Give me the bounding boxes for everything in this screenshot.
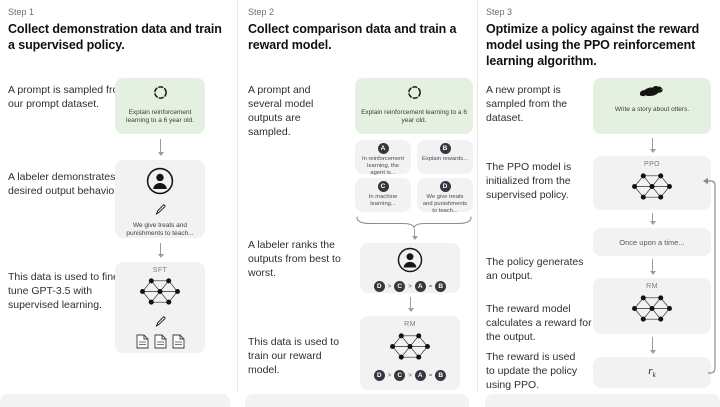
prompt-text: Explain reinforcement learning to a 6 ye…	[361, 109, 467, 125]
next-section-edge	[485, 394, 720, 407]
reward-value-box: rk	[593, 357, 711, 388]
ranking-box: D > C > A = B	[360, 243, 460, 293]
output-a-text: In reinforcement learning, the agent is.…	[362, 156, 404, 176]
rank-badge: D	[373, 370, 385, 381]
rank-separator: >	[387, 283, 392, 290]
caption-ppo-initialized: The PPO model is initialized from the su…	[486, 161, 572, 201]
rank-separator: >	[408, 372, 412, 379]
pen-icon	[154, 314, 166, 332]
pen-icon	[154, 202, 166, 220]
rank-badge: D	[373, 281, 385, 292]
output-c-box: C In machine learning...	[355, 178, 411, 212]
next-section-edge	[0, 394, 230, 407]
ppo-label: PPO	[644, 161, 660, 168]
rank-badge: A	[414, 281, 426, 292]
arrow-down-icon	[156, 139, 165, 156]
sample-refresh-icon	[407, 85, 422, 105]
demonstration-text: We give treats and punishments to teach.…	[126, 222, 194, 238]
rm-label: RM	[646, 283, 658, 290]
network-icon	[388, 331, 432, 367]
otter-icon	[639, 85, 665, 103]
output-d-text: We give treats and punishments to teach.…	[422, 194, 468, 214]
rank-badge: A	[414, 370, 426, 381]
caption-finetune-gpt: This data is used to fine-tune GPT-3.5 w…	[8, 271, 123, 311]
network-icon	[630, 171, 674, 207]
caption-rm-calculates: The reward model calculates a reward for…	[486, 303, 592, 343]
step-3-title: Optimize a policy against the reward mod…	[486, 22, 700, 68]
arrow-down-icon	[410, 229, 419, 240]
prompt-box: Write a story about otters.	[593, 78, 711, 134]
network-icon	[138, 276, 182, 312]
caption-new-prompt: A new prompt is sampled from the dataset…	[486, 84, 568, 124]
documents-icon	[136, 334, 185, 349]
rank-separator: =	[428, 372, 433, 379]
ranking-row: D > C > A = B	[373, 370, 447, 381]
labeler-icon	[146, 167, 174, 200]
rank-badge: C	[394, 281, 406, 292]
generated-output-text: Once upon a time...	[619, 237, 685, 247]
output-b-box: B Explain rewards...	[417, 140, 473, 174]
output-b-badge: B	[439, 143, 451, 154]
caption-reward-updates: The reward is used to update the policy …	[486, 351, 578, 391]
output-a-box: A In reinforcement learning, the agent i…	[355, 140, 411, 176]
generated-output-box: Once upon a time...	[593, 228, 711, 256]
reward-value: rk	[648, 365, 656, 380]
rank-separator: >	[387, 372, 392, 379]
caption-labeler-demonstrates: A labeler demonstrates the desired outpu…	[8, 171, 133, 197]
prompt-text: Write a story about otters.	[614, 106, 690, 113]
rank-badge: C	[394, 370, 406, 381]
rm-label: RM	[404, 321, 416, 328]
column-divider	[477, 0, 478, 393]
rank-separator: >	[408, 283, 412, 290]
output-c-text: In machine learning...	[368, 194, 398, 207]
caption-outputs-sampled: A prompt and several model outputs are s…	[248, 84, 314, 138]
reward-model-box: RM	[593, 278, 711, 334]
output-b-text: Explain rewards...	[421, 156, 469, 162]
labeler-icon	[397, 247, 423, 278]
output-d-box: D We give treats and punishments to teac…	[417, 178, 473, 214]
caption-prompt-sampled: A prompt is sampled from our prompt data…	[8, 84, 128, 110]
sample-refresh-icon	[153, 85, 168, 105]
demonstration-box: We give treats and punishments to teach.…	[115, 160, 205, 238]
column-divider	[237, 0, 238, 393]
caption-labeler-ranks: A labeler ranks the outputs from best to…	[248, 239, 341, 279]
caption-train-reward-model: This data is used to train our reward mo…	[248, 336, 340, 376]
prompt-box: Explain reinforcement learning to a 6 ye…	[355, 78, 473, 134]
prompt-box: Explain reinforcement learning to a 6 ye…	[115, 78, 205, 134]
curly-brace-icon	[355, 216, 473, 234]
step-1-label: Step 1	[8, 7, 35, 17]
ppo-model-box: PPO	[593, 156, 711, 210]
output-a-badge: A	[377, 143, 389, 154]
step-1-title: Collect demonstration data and train a s…	[8, 22, 222, 52]
sft-model-box: SFT	[115, 262, 205, 353]
rank-separator: =	[428, 283, 433, 290]
step-3-label: Step 3	[486, 7, 513, 17]
reward-model-box: RM D > C > A = B	[360, 316, 460, 390]
arrow-down-icon	[406, 297, 415, 312]
rank-badge: B	[435, 370, 447, 381]
arrow-down-icon	[648, 213, 657, 225]
rank-badge: B	[435, 281, 447, 292]
arrow-down-icon	[648, 138, 657, 153]
step-2-label: Step 2	[248, 7, 275, 17]
next-section-edge	[245, 394, 469, 407]
step-2-title: Collect comparison data and train a rewa…	[248, 22, 457, 52]
arrow-down-icon	[156, 243, 165, 258]
output-d-badge: D	[439, 181, 451, 192]
arrow-down-icon	[648, 337, 657, 354]
arrow-down-icon	[648, 259, 657, 275]
sft-label: SFT	[152, 267, 168, 274]
caption-policy-output: The policy generates an output.	[486, 256, 584, 282]
output-c-badge: C	[377, 181, 389, 192]
network-icon	[630, 293, 674, 329]
prompt-text: Explain reinforcement learning to a 6 ye…	[126, 109, 194, 125]
feedback-loop-arrow	[700, 175, 720, 382]
ranking-row: D > C > A = B	[373, 281, 447, 292]
